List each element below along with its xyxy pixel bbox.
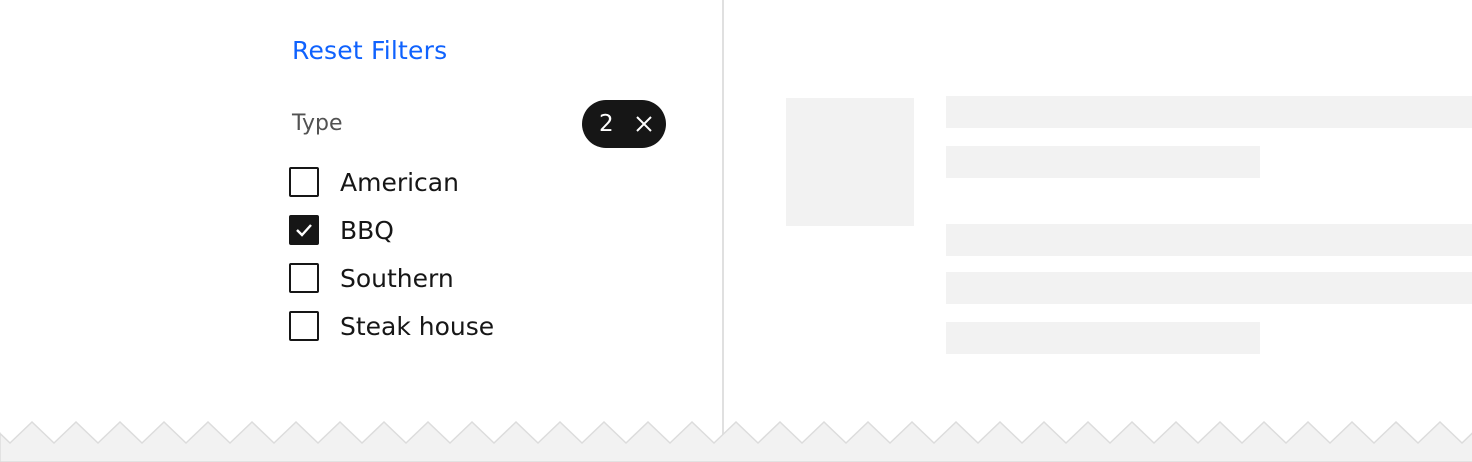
checkbox-label: Southern: [340, 263, 454, 293]
checkbox-label: American: [340, 167, 459, 197]
skeleton-line: [946, 272, 1472, 304]
skeleton-line: [946, 146, 1260, 178]
torn-edge-divider: [0, 420, 1472, 462]
selected-count: 2: [599, 111, 614, 137]
checkbox-southern[interactable]: Southern: [289, 254, 494, 302]
checkbox[interactable]: [289, 263, 319, 293]
selected-count-tag[interactable]: 2: [582, 100, 666, 148]
filter-group-label: Type: [292, 111, 343, 136]
skeleton-line: [946, 96, 1472, 128]
checkbox[interactable]: [289, 311, 319, 341]
type-checkbox-list: American BBQ Southern Steak house: [289, 158, 494, 350]
checkbox-bbq[interactable]: BBQ: [289, 206, 494, 254]
checkbox-label: Steak house: [340, 311, 495, 341]
checkbox[interactable]: [289, 215, 319, 245]
checkbox[interactable]: [289, 167, 319, 197]
checkbox-steak-house[interactable]: Steak house: [289, 302, 494, 350]
panel-divider: [722, 0, 724, 440]
reset-filters-link[interactable]: Reset Filters: [292, 36, 448, 65]
close-icon[interactable]: [634, 114, 654, 134]
skeleton-line: [946, 224, 1472, 256]
checkbox-label: BBQ: [340, 215, 394, 245]
skeleton-line: [946, 322, 1260, 354]
checkbox-american[interactable]: American: [289, 158, 494, 206]
checkmark-icon: [296, 224, 312, 237]
skeleton-image: [786, 98, 914, 226]
